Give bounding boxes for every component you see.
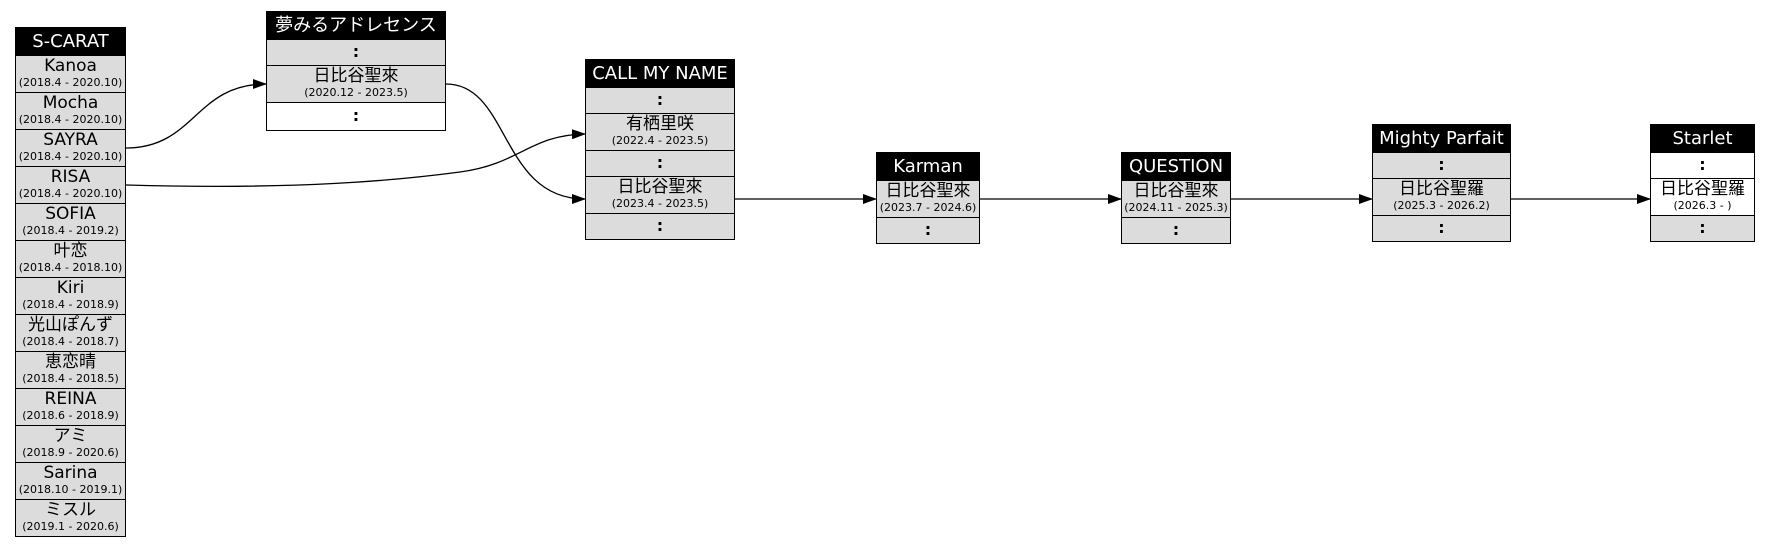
member-period: (2018.4 - 2018.9) xyxy=(22,298,119,311)
member-period: (2018.9 - 2020.6) xyxy=(22,446,119,459)
ellipsis-cell: : xyxy=(1651,152,1754,178)
member-period: (2018.10 - 2019.1) xyxy=(18,483,123,496)
member-period: (2018.4 - 2020.10) xyxy=(18,113,123,126)
member-name: 日比谷聖來 xyxy=(1133,181,1219,201)
edge-risa-to-callmyname xyxy=(125,129,586,187)
member-name: SAYRA xyxy=(43,130,98,150)
member-cell: 叶恋(2018.4 - 2018.10) xyxy=(16,240,125,277)
group-title: CALL MY NAME xyxy=(586,60,734,87)
ellipsis-cell: : xyxy=(1373,152,1510,178)
ellipsis-cell: : xyxy=(267,39,445,65)
ellipsis-cell: : xyxy=(586,150,734,176)
member-period: (2018.4 - 2018.7) xyxy=(22,335,119,348)
group-karman: Karman 日比谷聖來(2023.7 - 2024.6) : xyxy=(876,152,980,244)
member-period: (2023.4 - 2023.5) xyxy=(611,197,709,210)
member-cell: 日比谷聖來(2024.11 - 2025.3) xyxy=(1122,180,1230,217)
member-cell: SAYRA(2018.4 - 2020.10) xyxy=(16,129,125,166)
member-period: (2024.11 - 2025.3) xyxy=(1124,201,1228,214)
member-period: (2018.6 - 2018.9) xyxy=(22,409,119,422)
group-title: Karman xyxy=(877,153,979,180)
member-period: (2022.4 - 2023.5) xyxy=(611,134,709,147)
member-cell: 日比谷聖來(2023.7 - 2024.6) xyxy=(877,180,979,217)
group-title: 夢みるアドレセンス xyxy=(267,12,445,39)
member-period: (2018.4 - 2018.10) xyxy=(18,261,123,274)
member-period: (2018.4 - 2018.5) xyxy=(22,372,119,385)
member-name: アミ xyxy=(53,426,88,446)
ellipsis-cell: : xyxy=(1651,215,1754,241)
member-cell: ミスル(2019.1 - 2020.6) xyxy=(16,499,125,536)
member-name: Sarina xyxy=(43,463,98,483)
member-period: (2018.4 - 2020.10) xyxy=(18,150,123,163)
ellipsis-cell: : xyxy=(267,102,445,130)
member-name: 日比谷聖羅 xyxy=(1399,179,1484,199)
member-name: 日比谷聖來 xyxy=(617,177,703,197)
group-call-my-name: CALL MY NAME : 有栖里咲(2022.4 - 2023.5) : 日… xyxy=(585,59,735,240)
member-name: REINA xyxy=(44,389,97,409)
member-period: (2018.4 - 2020.10) xyxy=(18,76,123,89)
member-cell: Kiri(2018.4 - 2018.9) xyxy=(16,277,125,314)
member-period: (2026.3 - ) xyxy=(1673,199,1732,212)
member-name: RISA xyxy=(50,167,91,187)
group-title: S-CARAT xyxy=(16,28,125,55)
member-period: (2025.3 - 2026.2) xyxy=(1393,199,1490,212)
member-cell: 日比谷聖羅(2025.3 - 2026.2) xyxy=(1373,178,1510,215)
ellipsis-cell: : xyxy=(877,217,979,243)
group-title: Starlet xyxy=(1651,125,1754,152)
member-name: 日比谷聖來 xyxy=(313,66,399,86)
member-name: 恵恋晴 xyxy=(45,352,96,372)
member-cell: Kanoa(2018.4 - 2020.10) xyxy=(16,55,125,92)
member-cell: RISA(2018.4 - 2020.10) xyxy=(16,166,125,203)
ellipsis-cell: : xyxy=(1373,215,1510,241)
member-cell: 日比谷聖來(2020.12 - 2023.5) xyxy=(267,65,445,102)
member-name: 日比谷聖來 xyxy=(885,181,971,201)
member-name: Mocha xyxy=(42,93,99,113)
member-name: Kanoa xyxy=(44,56,97,76)
member-period: (2020.12 - 2023.5) xyxy=(304,86,408,99)
member-name: SOFIA xyxy=(45,204,96,224)
member-cell: Mocha(2018.4 - 2020.10) xyxy=(16,92,125,129)
member-cell: 恵恋晴(2018.4 - 2018.5) xyxy=(16,351,125,388)
group-title: QUESTION xyxy=(1122,153,1230,180)
member-name: 光山ぽんず xyxy=(28,315,113,335)
group-yumemiru-adolescence: 夢みるアドレセンス : 日比谷聖來(2020.12 - 2023.5) : xyxy=(266,11,446,131)
member-cell: SOFIA(2018.4 - 2019.2) xyxy=(16,203,125,240)
member-name: Kiri xyxy=(56,278,85,298)
member-name: 叶恋 xyxy=(53,241,88,261)
group-title: Mighty Parfait xyxy=(1373,125,1510,152)
member-cell: 光山ぽんず(2018.4 - 2018.7) xyxy=(16,314,125,351)
ellipsis-cell: : xyxy=(586,213,734,239)
member-period: (2019.1 - 2020.6) xyxy=(22,520,119,533)
member-name: 日比谷聖羅 xyxy=(1660,179,1745,199)
member-period: (2023.7 - 2024.6) xyxy=(879,201,977,214)
ellipsis-cell: : xyxy=(1122,217,1230,243)
edge-sayra-to-yumemiru xyxy=(125,79,267,149)
group-starlet: Starlet : 日比谷聖羅(2026.3 - ) : xyxy=(1650,124,1755,242)
group-question: QUESTION 日比谷聖來(2024.11 - 2025.3) : xyxy=(1121,152,1231,244)
member-period: (2018.4 - 2019.2) xyxy=(22,224,119,237)
ellipsis-cell: : xyxy=(586,87,734,113)
member-cell: 日比谷聖羅(2026.3 - ) xyxy=(1651,178,1754,215)
member-cell: 有栖里咲(2022.4 - 2023.5) xyxy=(586,113,734,150)
member-cell: 日比谷聖來(2023.4 - 2023.5) xyxy=(586,176,734,213)
member-cell: アミ(2018.9 - 2020.6) xyxy=(16,425,125,462)
group-s-carat: S-CARAT Kanoa(2018.4 - 2020.10) Mocha(20… xyxy=(15,27,126,537)
member-cell: Sarina(2018.10 - 2019.1) xyxy=(16,462,125,499)
group-mighty-parfait: Mighty Parfait : 日比谷聖羅(2025.3 - 2026.2) … xyxy=(1372,124,1511,242)
member-period: (2018.4 - 2020.10) xyxy=(18,187,123,200)
member-cell: REINA(2018.6 - 2018.9) xyxy=(16,388,125,425)
member-name: ミスル xyxy=(45,500,96,520)
edge-yumemiru-to-callmyname xyxy=(445,83,586,204)
member-name: 有栖里咲 xyxy=(626,114,694,134)
